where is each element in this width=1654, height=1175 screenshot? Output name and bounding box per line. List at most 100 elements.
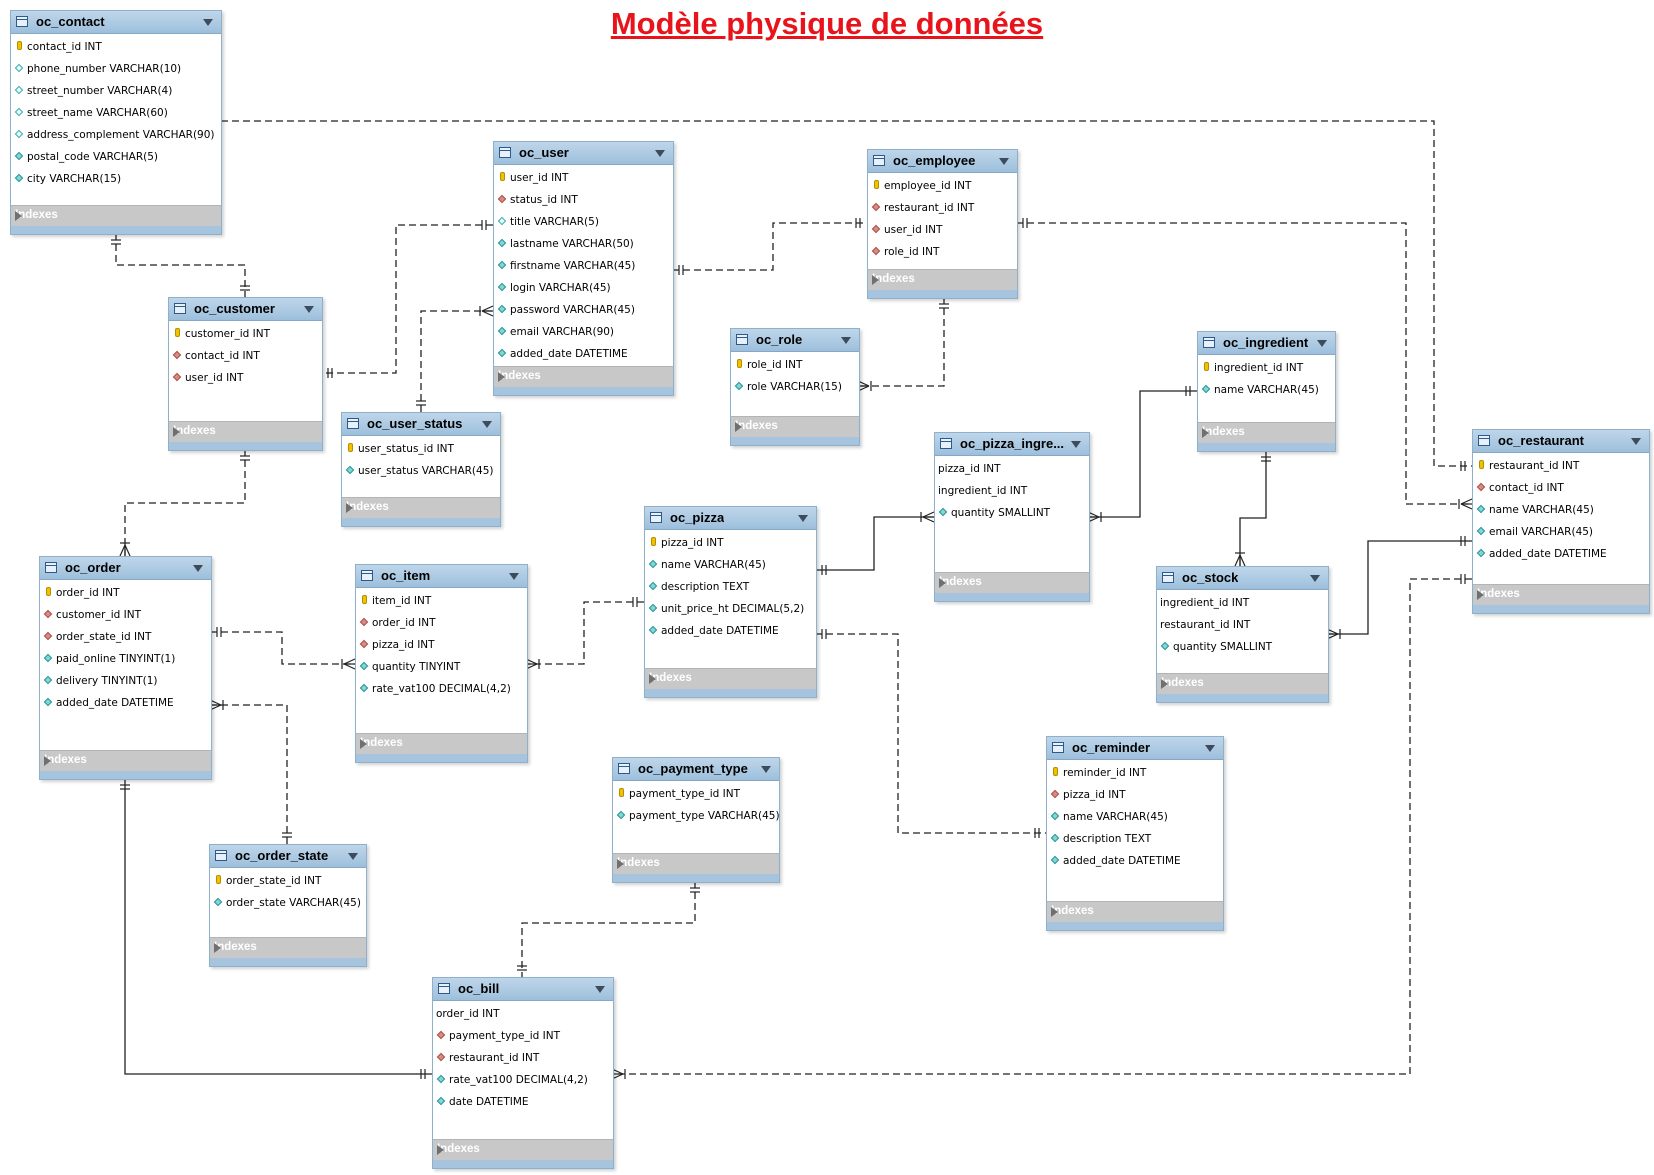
indexes-bar[interactable]: Indexes (494, 366, 673, 387)
expand-arrow-icon[interactable] (214, 943, 221, 953)
expand-arrow-icon[interactable] (346, 503, 353, 513)
indexes-bar[interactable]: Indexes (613, 853, 779, 874)
table-header[interactable]: oc_user (494, 142, 673, 165)
indexes-bar[interactable]: Indexes (342, 497, 500, 518)
column-row[interactable]: reminder_id INT (1047, 762, 1223, 784)
indexes-bar[interactable]: Indexes (1198, 422, 1335, 443)
expand-arrow-icon[interactable] (649, 674, 656, 684)
indexes-bar[interactable]: Indexes (1473, 584, 1649, 605)
column-row[interactable]: contact_id INT (169, 345, 322, 367)
column-row[interactable]: contact_id INT (1473, 477, 1649, 499)
column-row[interactable]: employee_id INT (868, 175, 1017, 197)
collapse-arrow-icon[interactable] (509, 573, 519, 580)
table-header[interactable]: oc_role (731, 329, 859, 352)
collapse-arrow-icon[interactable] (482, 421, 492, 428)
column-row[interactable]: street_name VARCHAR(60) (11, 102, 221, 124)
table-header[interactable]: oc_restaurant (1473, 430, 1649, 453)
column-row[interactable]: date DATETIME (433, 1091, 613, 1113)
column-row[interactable]: payment_type VARCHAR(45) (613, 805, 780, 827)
column-row[interactable]: added_date DATETIME (1047, 850, 1223, 872)
column-row[interactable]: user_id INT (868, 219, 1017, 241)
column-row[interactable]: added_date DATETIME (645, 620, 816, 642)
expand-arrow-icon[interactable] (1161, 679, 1168, 689)
column-row[interactable]: order_id INT (40, 582, 211, 604)
column-row[interactable]: name VARCHAR(45) (1473, 499, 1649, 521)
column-row[interactable]: quantity SMALLINT (1157, 636, 1328, 658)
column-row[interactable]: firstname VARCHAR(45) (494, 255, 673, 277)
table-header[interactable]: oc_reminder (1047, 737, 1223, 760)
indexes-bar[interactable]: Indexes (1157, 673, 1328, 694)
column-row[interactable]: customer_id INT (169, 323, 322, 345)
column-row[interactable]: pizza_id INT (356, 634, 527, 656)
column-row[interactable]: delivery TINYINT(1) (40, 670, 211, 692)
expand-arrow-icon[interactable] (1477, 590, 1484, 600)
collapse-arrow-icon[interactable] (655, 150, 665, 157)
column-row[interactable]: order_id INT (356, 612, 527, 634)
column-row[interactable]: user_status VARCHAR(45) (342, 460, 500, 482)
column-row[interactable]: rate_vat100 DECIMAL(4,2) (433, 1069, 613, 1091)
column-row[interactable]: pizza_id INT (1047, 784, 1223, 806)
column-row[interactable]: order_state VARCHAR(45) (210, 892, 366, 914)
column-row[interactable]: ingredient_id INT (935, 480, 1089, 502)
column-row[interactable]: lastname VARCHAR(50) (494, 233, 673, 255)
column-row[interactable]: title VARCHAR(5) (494, 211, 673, 233)
table-header[interactable]: oc_stock (1157, 567, 1328, 590)
column-row[interactable]: email VARCHAR(45) (1473, 521, 1649, 543)
column-row[interactable]: name VARCHAR(45) (645, 554, 816, 576)
column-row[interactable]: name VARCHAR(45) (1047, 806, 1223, 828)
column-row[interactable]: user_status_id INT (342, 438, 500, 460)
column-row[interactable]: contact_id INT (11, 36, 221, 58)
collapse-arrow-icon[interactable] (841, 337, 851, 344)
column-row[interactable]: pizza_id INT (645, 532, 816, 554)
column-row[interactable]: restaurant_id INT (868, 197, 1017, 219)
expand-arrow-icon[interactable] (15, 211, 22, 221)
collapse-arrow-icon[interactable] (193, 565, 203, 572)
table-header[interactable]: oc_pizza_ingre... (935, 433, 1089, 456)
expand-arrow-icon[interactable] (44, 756, 51, 766)
column-row[interactable]: added_date DATETIME (40, 692, 211, 714)
indexes-bar[interactable]: Indexes (645, 668, 816, 689)
table-header[interactable]: oc_ingredient (1198, 332, 1335, 355)
column-row[interactable]: payment_type_id INT (433, 1025, 613, 1047)
table-header[interactable]: oc_order (40, 557, 211, 580)
indexes-bar[interactable]: Indexes (868, 269, 1017, 290)
expand-arrow-icon[interactable] (360, 739, 367, 749)
column-row[interactable]: restaurant_id INT (433, 1047, 613, 1069)
table-header[interactable]: oc_user_status (342, 413, 500, 436)
indexes-bar[interactable]: Indexes (40, 750, 211, 771)
collapse-arrow-icon[interactable] (203, 19, 213, 26)
column-row[interactable]: ingredient_id INT (1198, 357, 1335, 379)
column-row[interactable]: rate_vat100 DECIMAL(4,2) (356, 678, 527, 700)
column-row[interactable]: description TEXT (1047, 828, 1223, 850)
column-row[interactable]: restaurant_id INT (1157, 614, 1328, 636)
column-row[interactable]: city VARCHAR(15) (11, 168, 221, 190)
collapse-arrow-icon[interactable] (1310, 575, 1320, 582)
column-row[interactable]: quantity SMALLINT (935, 502, 1089, 524)
column-row[interactable]: added_date DATETIME (494, 343, 673, 365)
indexes-bar[interactable]: Indexes (210, 937, 366, 958)
column-row[interactable]: role_id INT (868, 241, 1017, 263)
column-row[interactable]: order_id INT (433, 1003, 613, 1025)
column-row[interactable]: order_state_id INT (210, 870, 366, 892)
column-row[interactable]: status_id INT (494, 189, 673, 211)
collapse-arrow-icon[interactable] (1071, 441, 1081, 448)
table-header[interactable]: oc_pizza (645, 507, 816, 530)
column-row[interactable]: ingredient_id INT (1157, 592, 1328, 614)
column-row[interactable]: email VARCHAR(90) (494, 321, 673, 343)
collapse-arrow-icon[interactable] (999, 158, 1009, 165)
column-row[interactable]: user_id INT (169, 367, 322, 389)
column-row[interactable]: paid_online TINYINT(1) (40, 648, 211, 670)
indexes-bar[interactable]: Indexes (731, 416, 859, 437)
column-row[interactable]: login VARCHAR(45) (494, 277, 673, 299)
column-row[interactable]: item_id INT (356, 590, 527, 612)
